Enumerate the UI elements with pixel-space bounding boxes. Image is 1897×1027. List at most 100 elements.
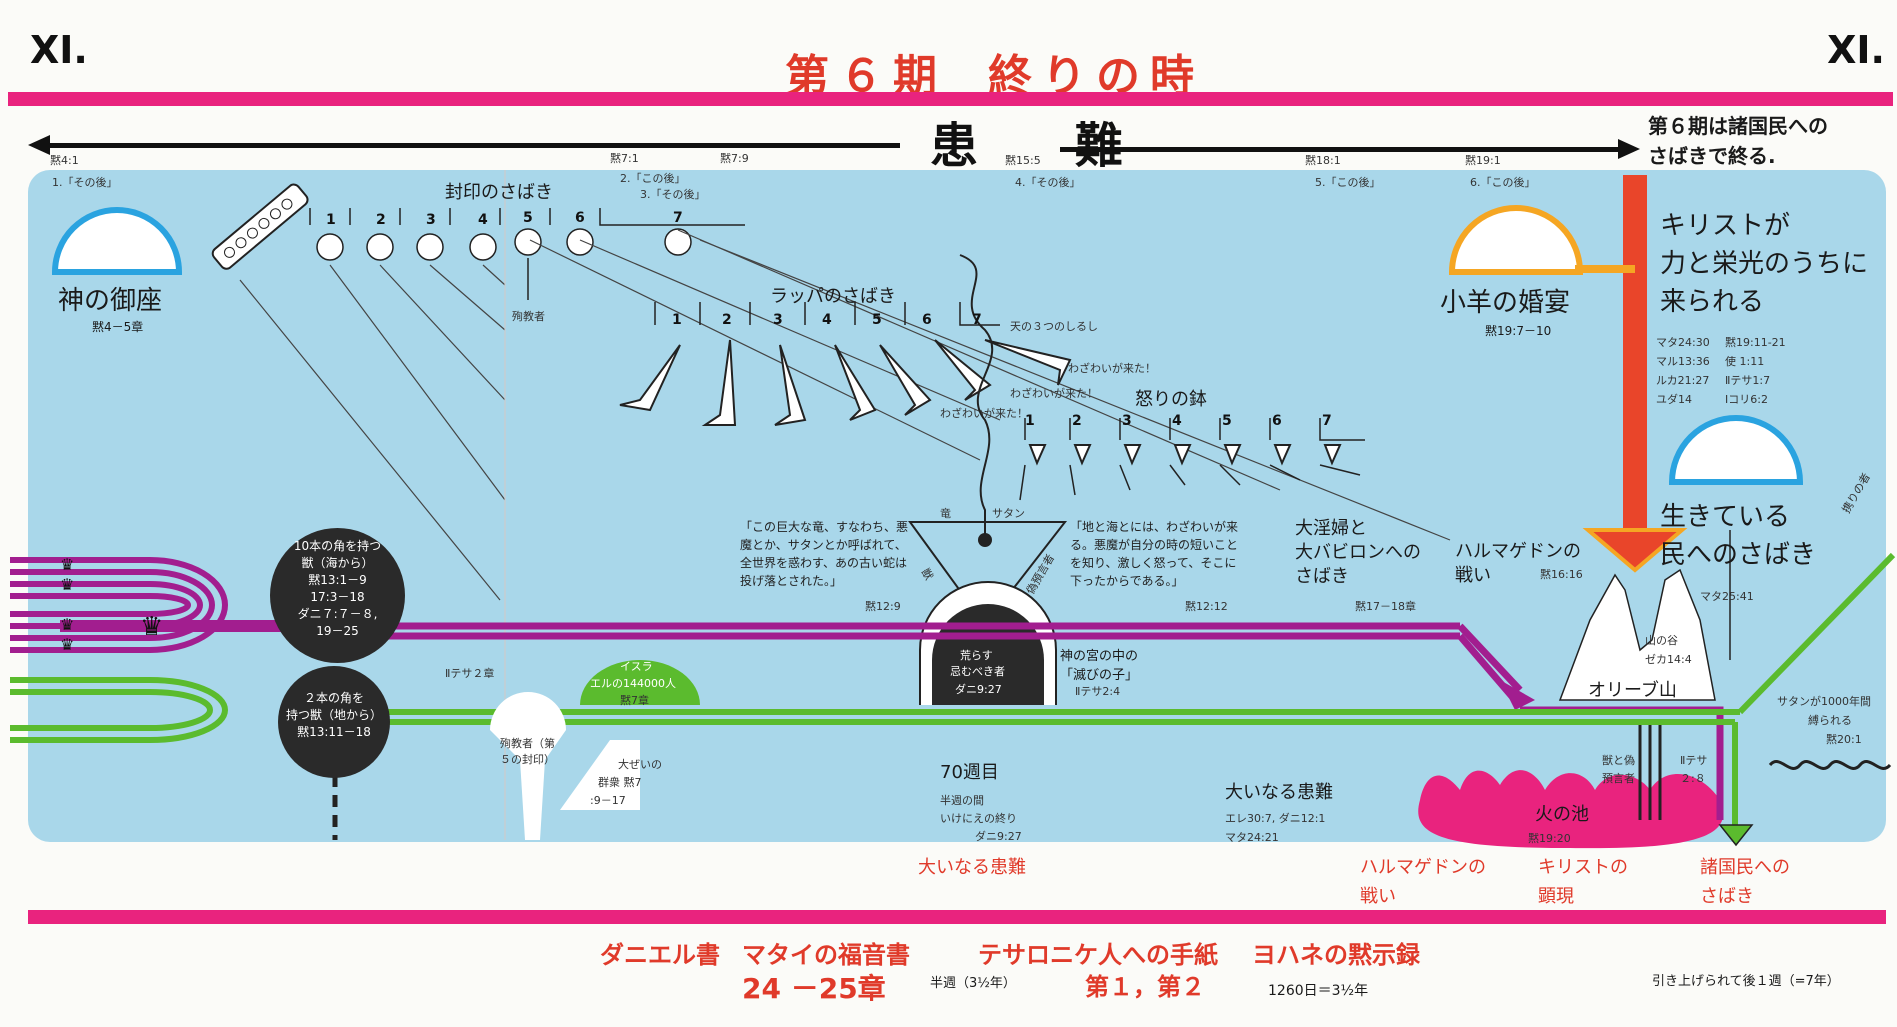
after-this-4: 4.「その後」 <box>1015 176 1081 189</box>
footer-matthew-chapters: 24 －25章 <box>742 972 886 1005</box>
ref-rev7-9: 黙7:9 <box>720 152 749 165</box>
earth-sea-ref: 黙12:12 <box>1185 600 1228 613</box>
christ-coming-line1: キリストが <box>1660 211 1791 241</box>
top-magenta-band <box>8 92 1893 106</box>
lake-thess-label: Ⅱテサ <box>1680 754 1708 767</box>
seal-number-2: 2 <box>376 212 386 228</box>
seal-number-4: 4 <box>478 212 488 228</box>
trumpet-number-4: 4 <box>822 312 832 328</box>
olives-label: オリーブ山 <box>1588 680 1677 701</box>
son-of-perdition-line2: 「滅びの子」 <box>1060 668 1139 683</box>
bowl-number-3: 3 <box>1122 413 1132 429</box>
lake-of-fire <box>1418 770 1724 849</box>
lake-prophet-label: 預言者 <box>1602 772 1635 785</box>
lake-beast-label: 獣と偽 <box>1602 754 1635 767</box>
woe-3: わざわいが来た！ <box>940 407 1028 420</box>
bowl-number-4: 4 <box>1172 413 1182 429</box>
after-this-5: 5.「この後」 <box>1315 176 1381 189</box>
beast-sea-circle: 10本の角を持つ 獣（海から） 黙13:1－9 17:3－18 ダニ７:７－８,… <box>270 528 405 663</box>
footer-thessalonians: テサロニケ人への手紙 <box>978 941 1218 969</box>
tribulation-label: 患 難 <box>930 118 1163 174</box>
after-this-1: 1.「その後」 <box>52 176 118 189</box>
christ-descent-arrow <box>1582 528 1688 573</box>
bottom-armageddon-line2: 戦い <box>1360 886 1396 907</box>
desolator-line1: 荒らす <box>960 649 993 662</box>
wedding-label: 小羊の婚宴 <box>1440 288 1571 318</box>
dragon-quote: 「この巨大な竜、すなわち、悪魔とか、サタンとか呼ばれて、全世界を惑わす、あの古い… <box>740 520 909 588</box>
throne-dome-icon <box>51 207 183 275</box>
son-of-perdition-ref: Ⅱテサ2:4 <box>1075 685 1121 698</box>
bottom-appearance-line1: キリストの <box>1538 857 1628 878</box>
period6-note-line2: さばきで終る. <box>1648 144 1776 168</box>
wedding-ref: 黙19:7－10 <box>1485 324 1552 338</box>
seals-label: 封印のさばき <box>445 182 553 203</box>
christ-ref-3: マル13:36 <box>1656 355 1710 368</box>
bottom-appearance-line2: 顕現 <box>1538 886 1574 907</box>
woe-1: わざわいが来た！ <box>1068 362 1156 375</box>
trumpet-number-7: 7 <box>972 312 982 328</box>
crown-icon-row: ♛♛♛♛ <box>60 555 75 654</box>
week70-ref: ダニ9:27 <box>975 830 1022 843</box>
tribulation-arrow-left-head <box>28 135 50 155</box>
bowl-number-7: 7 <box>1322 413 1332 429</box>
footer-daniel: ダニエル書 <box>600 941 720 969</box>
tribulation-arrow-right-head <box>1618 139 1640 159</box>
multitude-line3: :9－17 <box>590 794 626 807</box>
seal-number-5: 5 <box>523 210 533 226</box>
thess-ref: Ⅱテサ２章 <box>445 667 495 680</box>
tribulation-arrow-right <box>1060 147 1620 152</box>
desolator-ref: ダニ9:27 <box>955 683 1002 696</box>
dragon-triangle <box>908 521 1068 627</box>
after-this-3: 3.「その後」 <box>640 188 706 201</box>
living-judgment-line1: 生きている <box>1660 502 1791 532</box>
israel-line2: エルの144000人 <box>590 677 676 690</box>
chain-icon <box>1768 760 1892 770</box>
judgment-dome-icon <box>1668 415 1804 485</box>
beast-sea-line1: 10本の角を持つ <box>293 539 382 553</box>
multitude-line2: 群衆 黙7 <box>598 776 642 789</box>
bottom-nations-line2: さばき <box>1700 886 1754 907</box>
tribulation-arrow-left <box>40 143 900 148</box>
bottom-nations-line1: 諸国民への <box>1700 857 1790 878</box>
armageddon-ref: 黙16:16 <box>1540 568 1583 581</box>
trumpets-label: ラッパのさばき <box>770 286 896 307</box>
christ-ref-2: 黙19:11-21 <box>1725 336 1786 349</box>
christ-ref-1: マタ24:30 <box>1656 336 1710 349</box>
ref-rev15-5: 黙15:5 <box>1005 154 1041 167</box>
babylon-line1: 大淫婦と <box>1295 518 1367 539</box>
beast-land-circle: ２本の角を 持つ獣（地から） 黙13:11－18 <box>278 666 390 778</box>
dragon-quote-ref: 黙12:9 <box>865 600 901 613</box>
christ-ref-7: ユダ14 <box>1656 393 1692 406</box>
footer-raptured: 引き上げられて後１週（=7年） <box>1652 974 1840 989</box>
multitude-line1: 大ぜいの <box>618 758 662 771</box>
lake-of-fire-label: 火の池 <box>1535 804 1589 825</box>
armageddon-line1: ハルマゲドンの <box>1455 541 1581 562</box>
ref-rev4-1: 黙4:1 <box>50 154 79 167</box>
mount-of-olives <box>1558 568 1716 701</box>
israel-line1: イスラ <box>620 660 653 673</box>
great-tribulation-refs2: マタ24:21 <box>1225 831 1279 844</box>
satan-label: サタン <box>992 507 1025 520</box>
christ-ref-4: 使 1:11 <box>1725 355 1765 368</box>
seal-number-7: 7 <box>673 210 683 226</box>
ref-rev7-1: 黙7:1 <box>610 152 639 165</box>
beast-land-line1: ２本の角を <box>303 691 364 705</box>
seal-number-6: 6 <box>575 210 585 226</box>
son-of-perdition-line1: 神の宮の中の <box>1060 649 1139 664</box>
bowl-number-1: 1 <box>1025 413 1035 429</box>
period6-note-line1: 第６期は諸国民への <box>1648 114 1828 138</box>
footer-revelation: ヨハネの黙示録 <box>1252 941 1420 969</box>
crown-icon: ♛ <box>140 612 164 642</box>
after-this-2: 2.「この後」 <box>620 172 686 185</box>
earth-sea-quote: 「地と海とには、わざわいが来る。悪魔が自分の時の短いことを知り、激しく怒って、そ… <box>1070 520 1239 588</box>
serpent-line <box>959 254 994 545</box>
beast-sea-line4: 17:3－18 <box>310 590 365 604</box>
bottom-magenta-band <box>28 910 1886 924</box>
beast-land-line3: 黙13:11－18 <box>297 725 371 739</box>
trumpet-number-5: 5 <box>872 312 882 328</box>
after-this-6: 6.「この後」 <box>1470 176 1536 189</box>
living-judgment-line2: 民へのさばき <box>1660 540 1817 570</box>
babylon-line2: 大バビロンへの <box>1295 542 1421 563</box>
throne-ref: 黙4－5章 <box>92 320 144 334</box>
great-tribulation-center: 大いなる患難 <box>1225 782 1333 803</box>
